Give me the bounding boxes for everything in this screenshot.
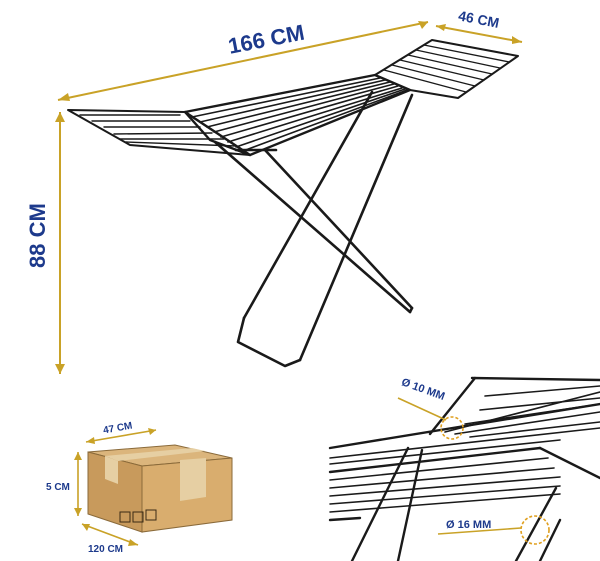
drying-rack <box>67 39 519 368</box>
thin-tube-callout <box>440 416 464 440</box>
package-length-label: 120 CM <box>88 544 123 555</box>
rack-legs <box>213 90 414 368</box>
length-label: 166 CM <box>226 20 306 59</box>
height-dimension: 88 CM <box>25 112 65 374</box>
rack-center-rails <box>191 77 408 152</box>
package-height-dimension: 5 CM <box>46 452 82 516</box>
length-dimension: 166 CM <box>57 20 429 101</box>
thick-tube-callout <box>520 515 550 545</box>
package-width-label: 47 CM <box>102 421 133 437</box>
handling-icons <box>119 509 157 523</box>
rack-right-wing <box>374 39 519 99</box>
wing-dimension: 46 CM <box>435 7 523 44</box>
package-box <box>87 444 233 533</box>
package-height-label: 5 CM <box>46 482 70 493</box>
height-label: 88 CM <box>25 203 50 268</box>
package-length-dimension: 120 CM <box>81 523 139 555</box>
detail-inset: Ø 10 MM Ø 16 MM <box>328 370 600 561</box>
wing-label: 46 CM <box>457 7 501 31</box>
thick-tube-label: Ø 16 MM <box>446 519 491 531</box>
package-width-dimension: 47 CM <box>85 421 157 444</box>
